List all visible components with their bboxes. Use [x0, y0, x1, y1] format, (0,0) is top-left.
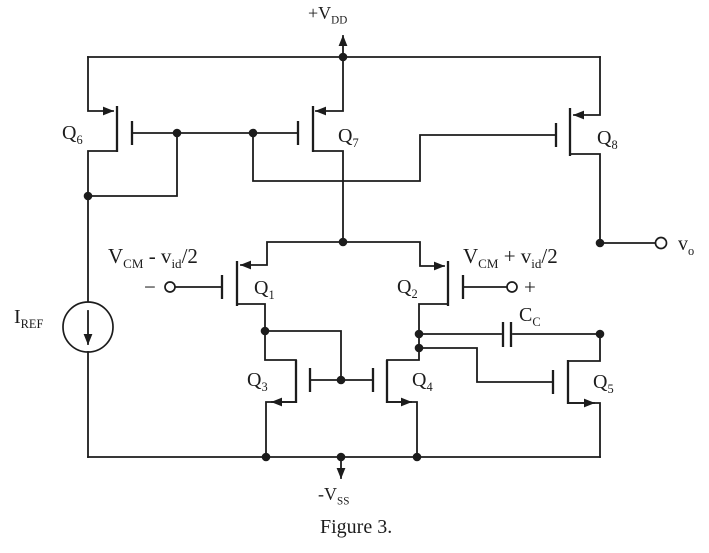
input-pos-label: VCM + vid/2: [463, 244, 558, 272]
q1-label: Q1: [254, 277, 275, 302]
transistor-q8: [554, 56, 601, 244]
input-neg-label: VCM - vid/2: [108, 244, 198, 272]
q8-label: Q8: [597, 127, 618, 152]
q5-source-lead: [567, 402, 601, 458]
iref-current-source: [62, 195, 114, 458]
junction-dot: [338, 237, 348, 247]
figure-caption: Figure 3.: [320, 516, 393, 538]
q1-source-lead: [240, 241, 344, 270]
q2-drain-lead: [418, 303, 449, 335]
compensation-capacitor: [418, 322, 601, 347]
q2-source-lead: [342, 241, 445, 271]
input-terminal-negative: [164, 281, 176, 293]
q6-source-lead: [87, 56, 114, 116]
q4-source-lead: [386, 401, 418, 458]
junction-dot: [414, 329, 424, 339]
vss-label: -VSS: [318, 484, 350, 508]
junction-dot: [412, 452, 422, 462]
q5-label: Q5: [593, 371, 614, 396]
transistor-q6: [87, 56, 134, 197]
junction-dot: [261, 452, 271, 462]
q5-drain-lead: [567, 333, 601, 362]
junction-dot: [83, 191, 93, 201]
iref-label: IREF: [14, 306, 44, 331]
q8-drain-lead: [569, 153, 601, 244]
junction-dot: [248, 128, 258, 138]
q8-source-lead: [573, 56, 601, 120]
q5-gate-wire: [418, 347, 554, 383]
q1-drain-lead: [236, 303, 266, 332]
transistor-q5: [551, 333, 601, 458]
output-terminal: [654, 236, 668, 250]
transistor-q3: [264, 330, 312, 458]
input-neg-polarity: −: [144, 275, 156, 299]
q3-label: Q3: [247, 369, 268, 394]
input-pos-polarity: +: [524, 275, 536, 299]
vo-label: vo: [678, 233, 695, 258]
junction-dot: [260, 326, 270, 336]
vdd-label: +VDD: [308, 3, 348, 27]
q2-label: Q2: [397, 276, 418, 301]
q7-drain-lead: [312, 150, 344, 243]
transistor-q4: [371, 333, 420, 458]
junction-dot: [336, 452, 346, 462]
transistor-q2: [342, 241, 508, 335]
q4-label: Q4: [412, 369, 433, 394]
q6-diode-connection-wire: [87, 132, 178, 197]
junction-dot: [595, 238, 605, 248]
mirror-bias-wire-to-q8: [252, 132, 557, 182]
junction-dot: [338, 52, 348, 62]
q6-label: Q6: [62, 122, 83, 147]
q4-drain-lead: [386, 333, 420, 361]
junction-dot: [414, 343, 424, 353]
junction-dot: [172, 128, 182, 138]
junction-dots: [83, 52, 605, 462]
junction-dot: [595, 329, 605, 339]
q7-source-lead: [315, 56, 344, 116]
transistor-q7: [296, 56, 344, 243]
transistor-q1: [175, 241, 344, 332]
q3-drain-lead: [264, 330, 297, 361]
q7-label: Q7: [338, 125, 359, 150]
cc-label: CC: [519, 304, 541, 329]
q3-source-lead: [265, 401, 297, 458]
q6-drain-lead: [87, 150, 118, 197]
mirror-gate-branch-wire: [264, 330, 342, 381]
junction-dot: [336, 375, 346, 385]
input-terminal-positive: [506, 281, 518, 293]
